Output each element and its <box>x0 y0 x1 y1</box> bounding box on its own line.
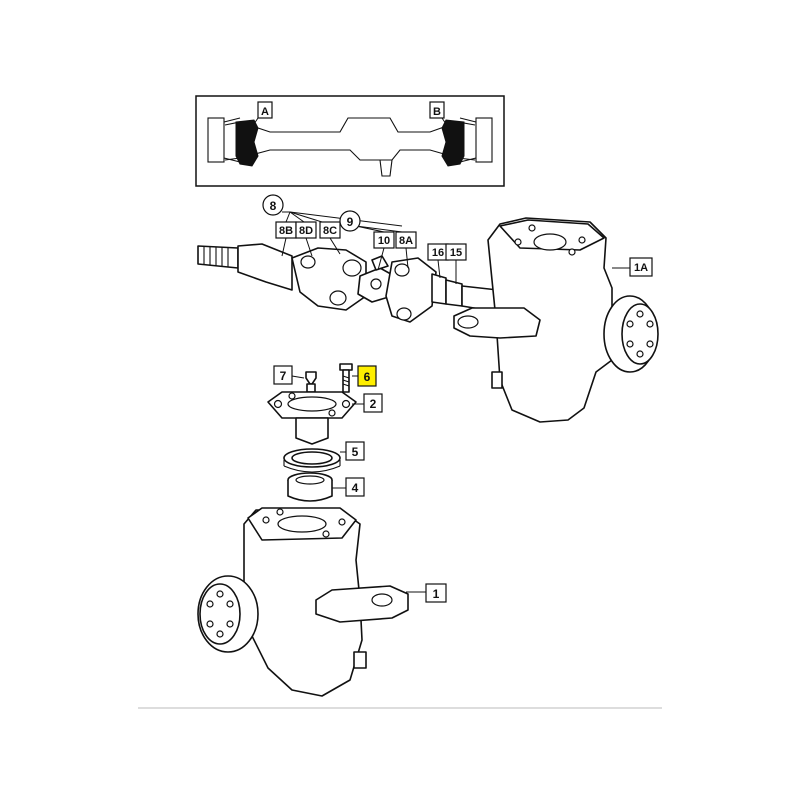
inset-label-b-box <box>429 101 445 119</box>
callout-1a-box[interactable] <box>629 257 653 277</box>
callout-9-circle[interactable] <box>339 210 361 232</box>
callout-4: 4 <box>352 481 359 495</box>
callout-10-box[interactable] <box>373 231 395 249</box>
callout-1: 1 <box>433 587 440 601</box>
steering-knuckle-1a <box>453 217 659 423</box>
callout-6-box-highlighted[interactable] <box>357 365 377 387</box>
callout-8b: 8B <box>279 225 293 237</box>
callout-7-box[interactable] <box>273 365 293 385</box>
callout-15-box[interactable] <box>445 243 467 261</box>
inset-label-a-box <box>257 101 273 119</box>
callout-8d: 8D <box>299 225 313 237</box>
callout-8a-box[interactable] <box>395 231 417 249</box>
callout-labels: 8 8B 8D 8C 9 10 8A 16 15 1A 7 6 2 5 4 1 <box>262 194 653 603</box>
callout-8d-box[interactable] <box>295 221 317 239</box>
steering-knuckle-1 <box>197 507 409 697</box>
inset-label-a: A <box>261 106 269 118</box>
bearing-4 <box>287 472 333 502</box>
callout-16: 16 <box>432 247 444 259</box>
seal-5 <box>283 448 341 473</box>
callout-4-box[interactable] <box>345 477 365 497</box>
callout-5: 5 <box>352 445 359 459</box>
kingpin-cap-2 <box>267 391 357 445</box>
callout-10: 10 <box>378 235 390 247</box>
callout-15: 15 <box>450 247 462 259</box>
callout-8: 8 <box>270 199 277 213</box>
callout-1a: 1A <box>634 262 648 274</box>
callout-8-circle[interactable] <box>262 194 284 216</box>
callout-9: 9 <box>347 215 354 229</box>
screw-6 <box>339 363 353 393</box>
callout-2-box[interactable] <box>363 393 383 413</box>
axle-overview-inset: A B <box>195 95 505 187</box>
callout-6: 6 <box>364 370 371 384</box>
callout-5-box[interactable] <box>345 441 365 461</box>
callout-2: 2 <box>370 397 377 411</box>
grease-nipple-7 <box>305 371 317 393</box>
callout-1-box[interactable] <box>425 583 447 603</box>
inset-label-b: B <box>433 106 441 118</box>
callout-8c: 8C <box>323 225 337 237</box>
callout-8c-box[interactable] <box>319 221 341 239</box>
callout-7: 7 <box>280 369 287 383</box>
callout-8a: 8A <box>399 235 413 247</box>
drive-shaft-assembly <box>197 243 499 323</box>
